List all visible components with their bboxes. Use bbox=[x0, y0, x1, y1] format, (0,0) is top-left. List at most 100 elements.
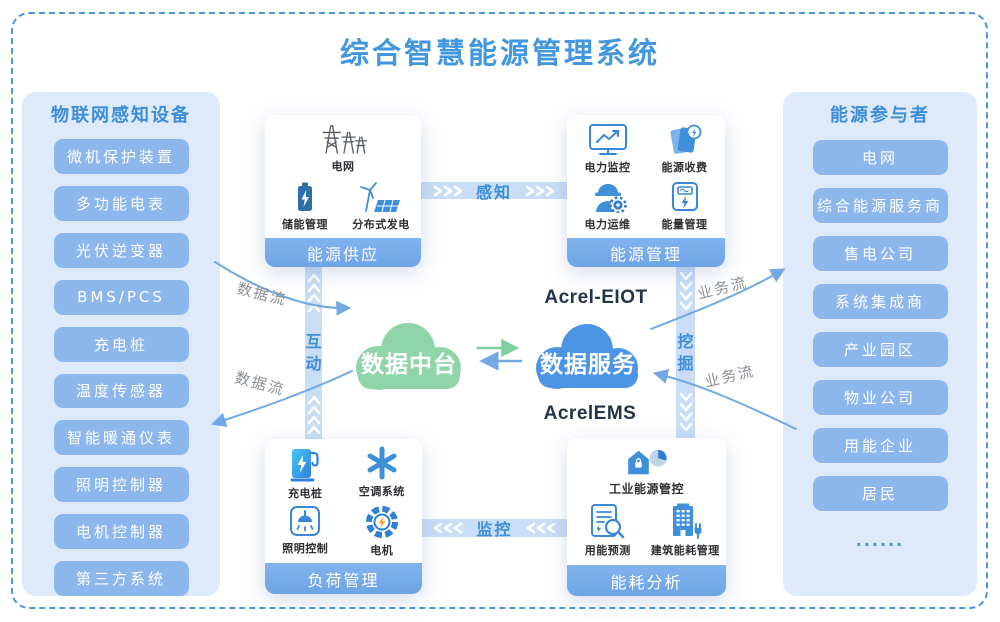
energy-supply-card: 电网 储能管理 分布式发电 能源供应 bbox=[265, 115, 421, 267]
cloud-shape-green bbox=[356, 323, 461, 390]
data-service-cloud: 数据服务 bbox=[528, 319, 648, 395]
flow-band-monitoring: 监控 bbox=[422, 519, 567, 539]
icon-label: 用能预测 bbox=[584, 544, 631, 558]
flow-band-interaction: 互动 bbox=[305, 267, 322, 439]
iot-device-item: 第三方系统 bbox=[53, 561, 189, 597]
power-grid-cell: 电网 bbox=[318, 123, 368, 174]
energy-analysis-card: 工业能源管控 用能预测 bbox=[567, 438, 726, 596]
chevrons-left-icon bbox=[526, 522, 555, 534]
icon-label: 分布式发电 bbox=[352, 217, 410, 231]
participant-item: 电网 bbox=[812, 140, 948, 175]
energy-supply-card-title: 能源供应 bbox=[265, 238, 421, 267]
data-platform-label: 数据中台 bbox=[361, 352, 457, 378]
flow-band-perception: 感知 bbox=[421, 182, 567, 202]
participant-item: 居民 bbox=[812, 476, 948, 511]
chevrons-left-icon bbox=[434, 522, 463, 534]
icon-label: 电力运维 bbox=[584, 218, 631, 232]
motor-icon bbox=[365, 506, 398, 539]
energy-billing-cell: 能源收费 bbox=[662, 123, 708, 175]
load-management-card-title: 负荷管理 bbox=[265, 563, 422, 594]
energy-analysis-card-title: 能耗分析 bbox=[567, 565, 726, 596]
power-operation-icon bbox=[594, 184, 627, 214]
icon-label: 电机 bbox=[370, 544, 394, 558]
data-flow-lower-arrow bbox=[211, 370, 353, 428]
iot-device-item: 微机保护装置 bbox=[53, 139, 189, 174]
flow-band-mining: 挖掘 bbox=[676, 267, 695, 438]
icon-label: 电力监控 bbox=[584, 160, 631, 174]
energy-forecast-icon bbox=[590, 504, 625, 539]
data-flow-upper-arrow bbox=[214, 261, 352, 316]
chevrons-down-icon bbox=[679, 393, 692, 432]
data-platform-cloud: 数据中台 bbox=[348, 318, 470, 396]
energy-management-card-title: 能源管理 bbox=[567, 238, 725, 267]
monitoring-label: 监控 bbox=[476, 520, 513, 539]
hvac-cell: 空调系统 bbox=[359, 446, 405, 501]
power-monitoring-icon bbox=[588, 123, 627, 155]
interaction-label: 互动 bbox=[305, 332, 322, 373]
chevrons-down-icon bbox=[679, 272, 692, 311]
icon-label: 电网 bbox=[331, 160, 355, 174]
industrial-energy-cell: 工业能源管控 bbox=[609, 447, 684, 497]
motor-cell: 电机 bbox=[365, 505, 399, 558]
business-flow-upper-label: 业务流 bbox=[696, 273, 750, 303]
industrial-energy-icon bbox=[628, 449, 668, 474]
iot-device-item: 充电桩 bbox=[53, 326, 189, 362]
participant-item: 售电公司 bbox=[812, 236, 948, 271]
participant-item: 综合能源服务商 bbox=[812, 188, 948, 223]
iot-device-item: 温度传感器 bbox=[53, 373, 189, 409]
lighting-control-icon bbox=[290, 506, 321, 537]
power-operation-cell: 电力运维 bbox=[585, 180, 631, 232]
page-title: 综合智慧能源管理系统 bbox=[339, 36, 660, 70]
chevrons-up-icon bbox=[307, 395, 320, 434]
iot-device-item: 光伏逆变器 bbox=[53, 232, 189, 268]
acrel-eiot-caption: Acrel-EIOT bbox=[544, 287, 648, 308]
icon-label: 能量管理 bbox=[661, 218, 708, 232]
energy-billing-icon bbox=[669, 124, 701, 154]
iot-device-item: 电机控制器 bbox=[53, 514, 189, 550]
icon-label: 能源收费 bbox=[661, 160, 708, 174]
chevrons-up-icon bbox=[307, 273, 320, 312]
icon-label: 工业能源管控 bbox=[608, 481, 684, 496]
data-flow-upper-label: 数据流 bbox=[235, 279, 289, 309]
power-grid-icon bbox=[322, 125, 368, 155]
iot-devices-panel: 物联网感知设备 微机保护装置 多功能电表 光伏逆变器 BMS/PCS 充电桩 温… bbox=[22, 92, 220, 597]
data-service-label: 数据服务 bbox=[540, 352, 636, 378]
iot-device-item: 照明控制器 bbox=[53, 467, 189, 503]
distributed-generation-icon bbox=[360, 181, 400, 212]
load-management-card: 充电桩 空调系统 照明控制 bbox=[265, 439, 422, 594]
power-monitoring-cell: 电力监控 bbox=[585, 123, 631, 175]
energy-participants-panel: 能源参与者 电网 综合能源服务商 售电公司 系统集成商 产业园区 物业公司 用能… bbox=[783, 92, 977, 596]
icon-label: 建筑能耗管理 bbox=[650, 544, 720, 558]
chevrons-right-icon bbox=[525, 185, 555, 196]
ev-charger-icon bbox=[290, 448, 319, 482]
icon-label: 空调系统 bbox=[358, 484, 405, 498]
more-items-ellipsis: ...... bbox=[855, 531, 905, 550]
participant-item: 用能企业 bbox=[812, 428, 948, 463]
participant-item: 物业公司 bbox=[812, 380, 948, 415]
icon-label: 照明控制 bbox=[282, 542, 329, 556]
lighting-control-cell: 照明控制 bbox=[282, 505, 328, 558]
icon-label: 充电桩 bbox=[288, 486, 323, 500]
iot-device-item: 多功能电表 bbox=[53, 185, 189, 221]
distributed-generation-cell: 分布式发电 bbox=[352, 181, 410, 232]
ev-charger-cell: 充电桩 bbox=[288, 446, 323, 501]
participant-item: 产业园区 bbox=[812, 332, 948, 367]
data-flow-lower-label: 数据流 bbox=[233, 368, 287, 399]
battery-storage-icon bbox=[298, 182, 312, 211]
cloud-shape-blue bbox=[536, 324, 638, 389]
building-energy-icon bbox=[673, 503, 702, 540]
icon-label: 储能管理 bbox=[282, 217, 328, 231]
acrel-ems-caption: AcrelEMS bbox=[543, 403, 637, 424]
iot-device-item: BMS/PCS bbox=[53, 279, 189, 315]
perception-label: 感知 bbox=[475, 182, 512, 202]
building-energy-cell: 建筑能耗管理 bbox=[651, 503, 720, 558]
participant-item: 系统集成商 bbox=[812, 284, 948, 319]
energy-meter-icon bbox=[671, 182, 698, 212]
hvac-icon bbox=[367, 446, 397, 480]
battery-storage-cell: 储能管理 bbox=[282, 181, 328, 232]
energy-forecast-cell: 用能预测 bbox=[585, 503, 631, 558]
energy-meter-cell: 能量管理 bbox=[662, 180, 708, 232]
business-flow-lower-label: 业务流 bbox=[703, 362, 757, 391]
chevrons-right-icon bbox=[433, 185, 463, 196]
